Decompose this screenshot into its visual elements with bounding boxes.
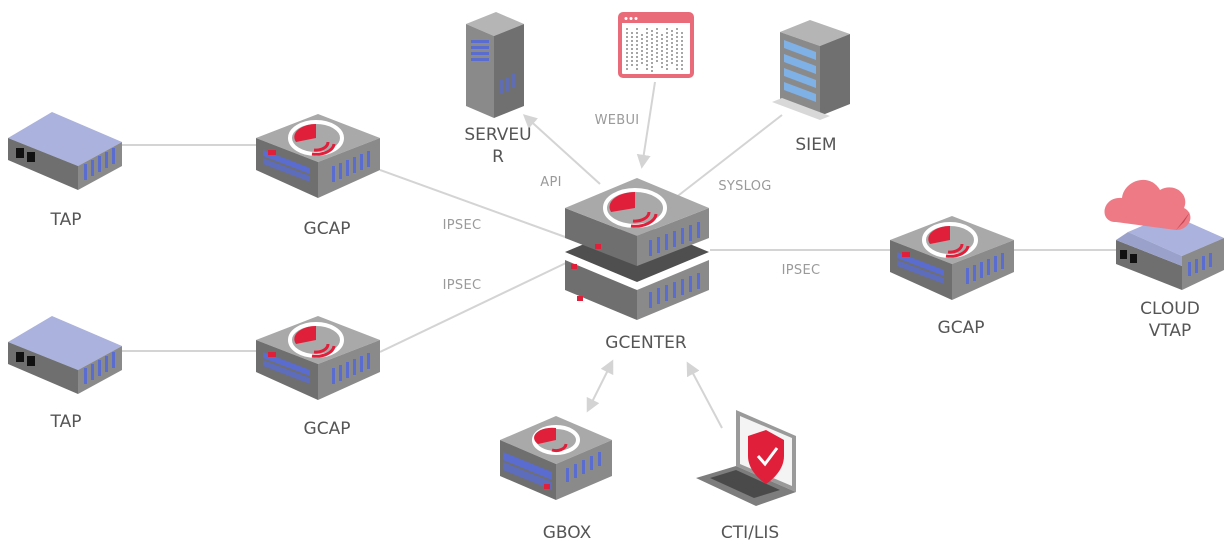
- link-gbox-arrow: [586, 359, 614, 413]
- link-api-arrow: [522, 114, 601, 185]
- serveur-icon: [466, 12, 524, 118]
- link-label-ipsec-bottom: IPSEC: [443, 278, 482, 293]
- label-tap-top: TAP: [50, 210, 82, 230]
- gcap-device-right: [888, 214, 1016, 302]
- label-serveur-line2: R: [492, 147, 504, 167]
- links: [118, 81, 1120, 429]
- label-gbox: GBOX: [543, 523, 592, 543]
- cti-lis-icon: [696, 410, 796, 506]
- link-label-ipsec-top: IPSEC: [443, 218, 482, 233]
- webui-icon: [618, 12, 694, 78]
- label-gcenter: GCENTER: [605, 333, 687, 353]
- link-webui-arrow: [636, 81, 656, 169]
- link-siem-gcenter: [669, 114, 783, 203]
- link-label-webui: WEBUI: [595, 113, 640, 128]
- gcenter-device: [565, 178, 709, 320]
- gcap-device-top: [254, 112, 382, 200]
- gcap-device-bottom: [254, 314, 382, 402]
- tap-device-bottom: [8, 316, 122, 394]
- link-label-syslog: SYSLOG: [718, 179, 771, 194]
- label-cti-lis: CTI/LIS: [721, 523, 779, 543]
- label-cloud-vtap-line2: VTAP: [1149, 321, 1192, 341]
- gbox-device: [500, 416, 612, 500]
- tap-device-top: [8, 112, 122, 190]
- cloud-vtap-icon: [1104, 179, 1224, 290]
- label-cloud-vtap-line1: CLOUD: [1140, 299, 1200, 319]
- label-tap-bottom: TAP: [50, 412, 82, 432]
- link-cti-arrow: [686, 361, 723, 429]
- link-gcap-bottom-gcenter: [379, 261, 569, 353]
- siem-icon: [772, 20, 850, 120]
- label-siem: SIEM: [795, 135, 836, 155]
- label-serveur-line1: SERVEU: [464, 125, 531, 145]
- label-gcap-bottom: GCAP: [304, 419, 351, 439]
- label-gcap-right: GCAP: [938, 318, 985, 338]
- link-label-ipsec-right: IPSEC: [782, 263, 821, 278]
- link-gcap-top-gcenter: [379, 169, 569, 239]
- label-gcap-top: GCAP: [304, 219, 351, 239]
- link-label-api: API: [540, 175, 561, 190]
